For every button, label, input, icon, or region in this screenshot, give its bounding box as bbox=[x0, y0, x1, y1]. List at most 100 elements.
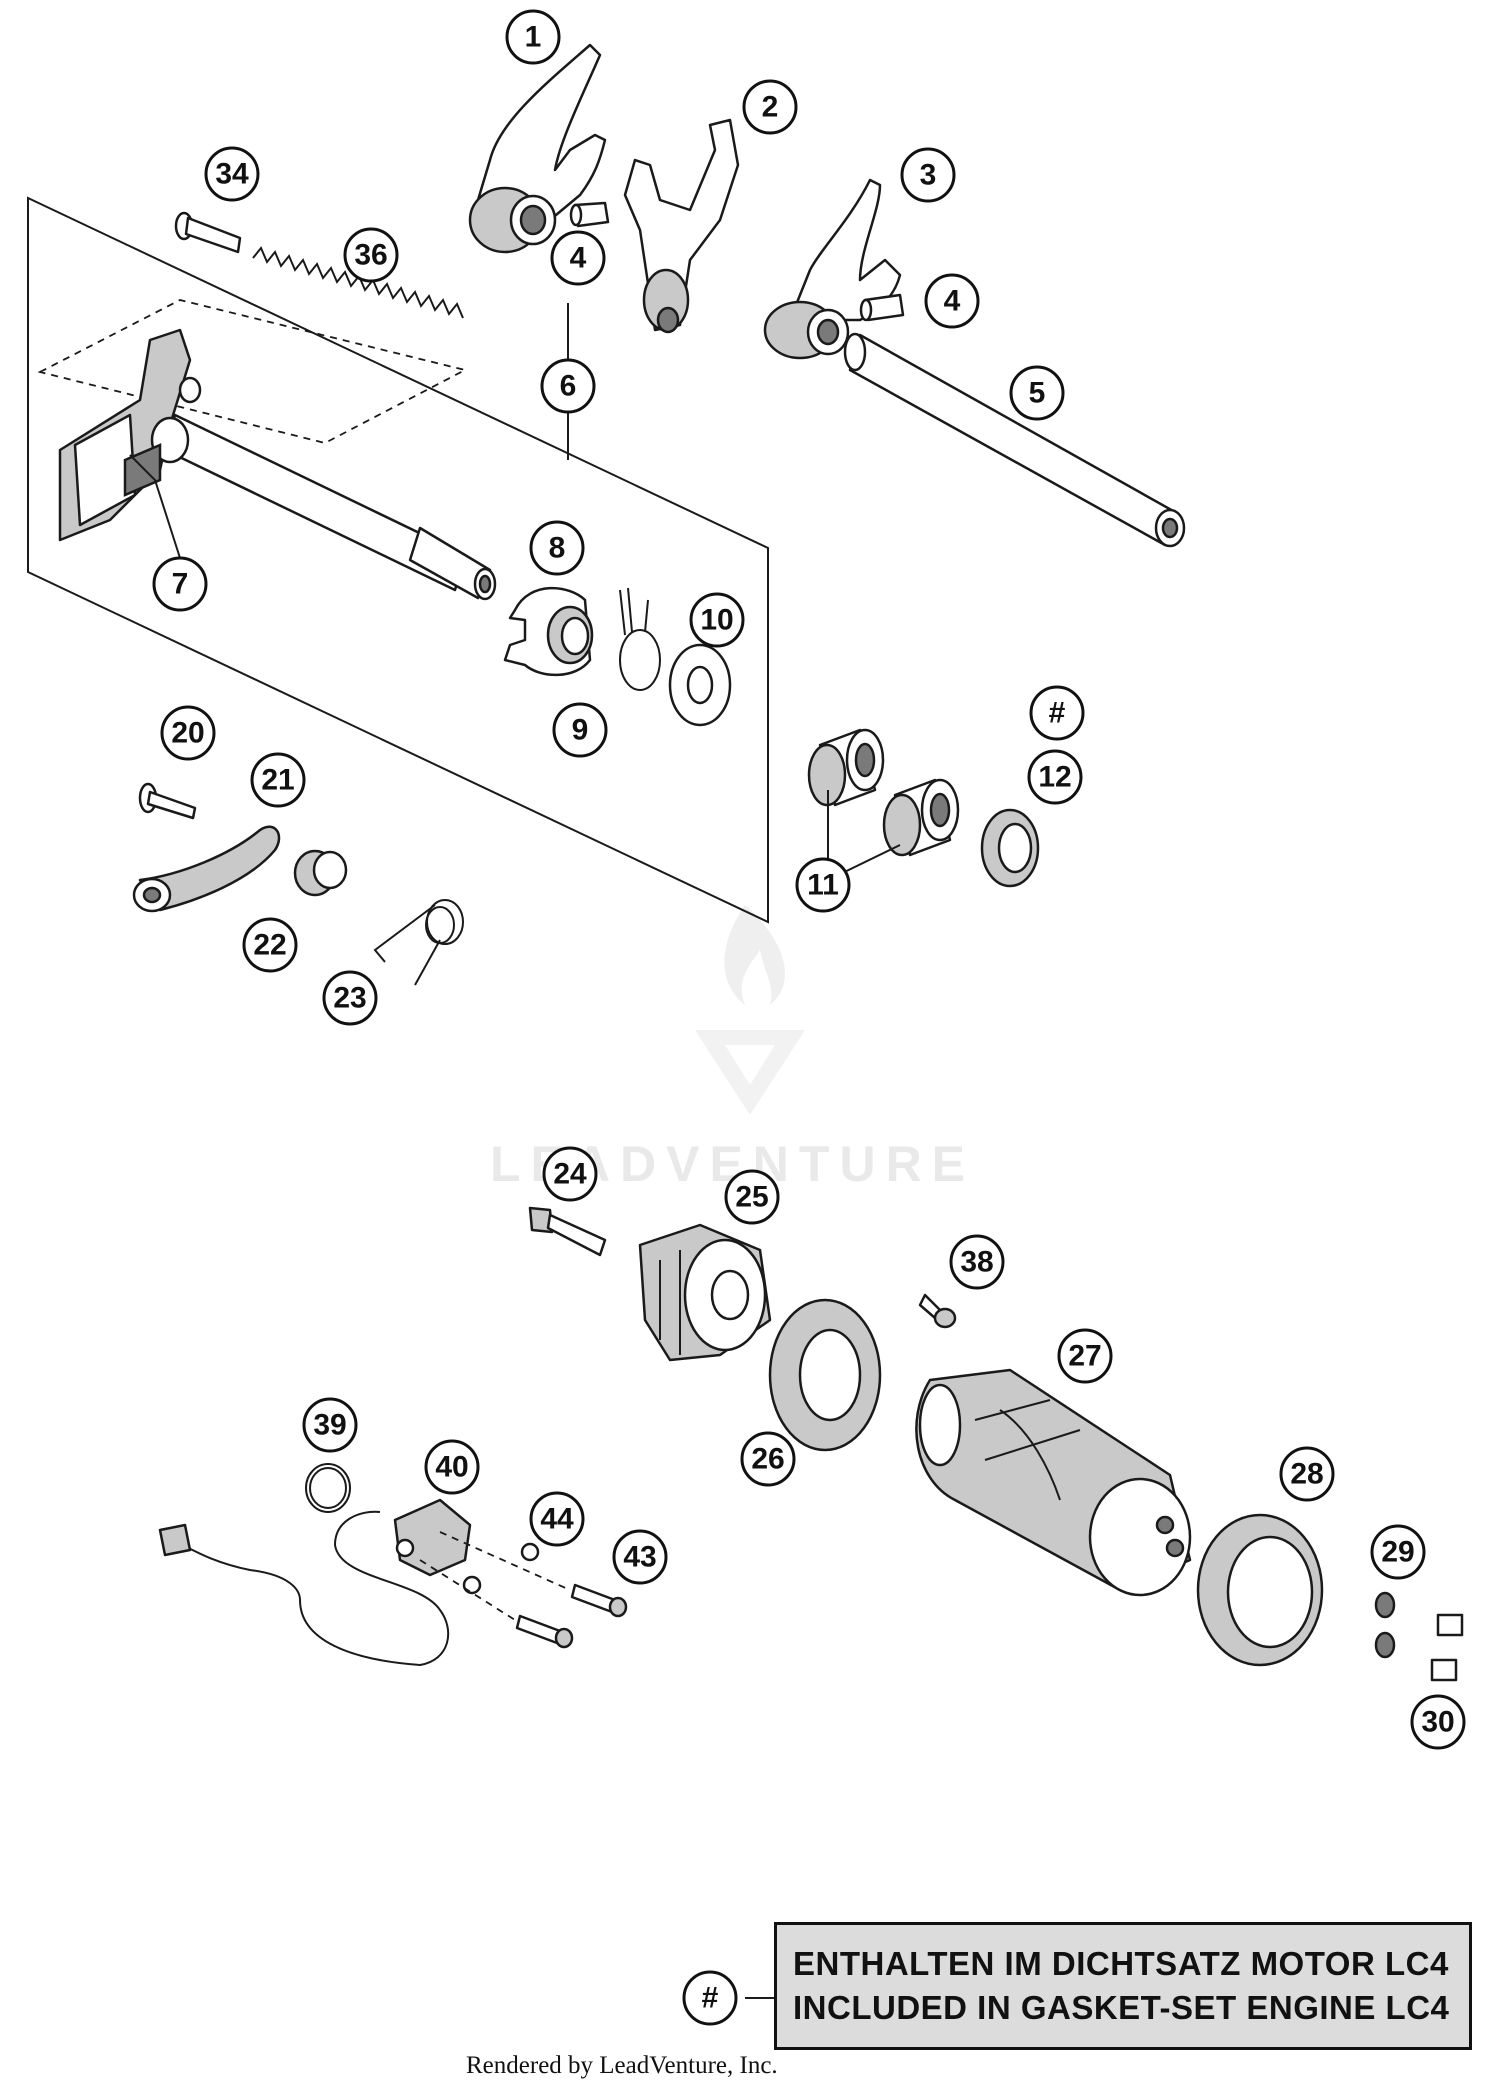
callout-39: 39 bbox=[302, 1397, 358, 1453]
svg-text:8: 8 bbox=[549, 532, 566, 565]
callout-25: 25 bbox=[724, 1169, 780, 1225]
callout-7: 7 bbox=[152, 556, 208, 612]
svg-text:30: 30 bbox=[1421, 1706, 1454, 1739]
svg-text:40: 40 bbox=[435, 1451, 468, 1484]
svg-text:38: 38 bbox=[960, 1246, 993, 1279]
callout-29: 29 bbox=[1370, 1524, 1426, 1580]
callout-34: 34 bbox=[204, 146, 260, 202]
torsion-spring-23 bbox=[373, 899, 464, 986]
shift-fork-1 bbox=[468, 43, 607, 254]
guide-pin-4a bbox=[569, 201, 610, 228]
callout-20: 20 bbox=[160, 705, 216, 761]
callout-43: 43 bbox=[612, 1529, 668, 1585]
screw-24 bbox=[528, 1206, 607, 1257]
callout-27: 27 bbox=[1057, 1328, 1113, 1384]
collar-screw-20 bbox=[138, 782, 197, 820]
callout-2: 2 bbox=[742, 79, 798, 135]
watermark-logo bbox=[695, 905, 805, 1115]
svg-text:12: 12 bbox=[1038, 761, 1071, 794]
callout-hash: # bbox=[1029, 685, 1085, 741]
svg-text:25: 25 bbox=[735, 1181, 768, 1214]
svg-text:4: 4 bbox=[570, 242, 587, 275]
callout-4a: 4 bbox=[550, 230, 606, 286]
callout-26: 26 bbox=[740, 1431, 796, 1487]
screw-38 bbox=[918, 1293, 957, 1329]
shift-shaft-6 bbox=[163, 413, 497, 601]
leader-lines bbox=[129, 303, 901, 1999]
callout-4b: 4 bbox=[924, 273, 980, 329]
note-line-german: ENTHALTEN IM DICHTSATZ MOTOR LC4 bbox=[793, 1945, 1449, 1982]
screws-43 bbox=[419, 1531, 628, 1649]
needle-bearing-11b bbox=[882, 778, 960, 857]
washer-44 bbox=[462, 1542, 540, 1595]
svg-text:26: 26 bbox=[751, 1443, 784, 1476]
pressure-springs-29 bbox=[1374, 1591, 1396, 1659]
callout-1: 1 bbox=[505, 9, 561, 65]
svg-text:20: 20 bbox=[171, 717, 204, 750]
bearing-28 bbox=[1196, 1513, 1324, 1667]
svg-text:4: 4 bbox=[944, 285, 961, 318]
svg-text:#: # bbox=[1049, 697, 1066, 730]
callout-3: 3 bbox=[900, 147, 956, 203]
callout-12: 12 bbox=[1027, 749, 1083, 805]
callout-11: 11 bbox=[795, 857, 851, 913]
svg-text:3: 3 bbox=[920, 159, 937, 192]
callout-24: 24 bbox=[542, 1146, 598, 1202]
callout-9: 9 bbox=[552, 702, 608, 758]
svg-text:10: 10 bbox=[700, 604, 733, 637]
shift-quadrant-8 bbox=[503, 586, 594, 677]
assembly-outline bbox=[27, 196, 769, 924]
shift-drum-locating-25 bbox=[638, 1223, 772, 1362]
callout-28: 28 bbox=[1279, 1446, 1335, 1502]
gasket-set-note: ENTHALTEN IM DICHTSATZ MOTOR LC4 INCLUDE… bbox=[774, 1922, 1472, 2050]
shift-lever-7 bbox=[58, 328, 202, 542]
svg-text:23: 23 bbox=[333, 982, 366, 1015]
needle-bearing-11a bbox=[807, 728, 885, 807]
svg-text:39: 39 bbox=[313, 1409, 346, 1442]
washer-10 bbox=[668, 643, 732, 727]
svg-text:27: 27 bbox=[1068, 1340, 1101, 1373]
gear-sensor-40 bbox=[158, 1498, 472, 1667]
dashed-subassembly-box bbox=[37, 299, 468, 444]
svg-text:22: 22 bbox=[253, 929, 286, 962]
callout-44: 44 bbox=[529, 1491, 585, 1547]
callout-38: 38 bbox=[949, 1234, 1005, 1290]
circlip-9 bbox=[619, 587, 661, 691]
note-line-english: INCLUDED IN GASKET-SET ENGINE LC4 bbox=[793, 1989, 1450, 2026]
shaft-seal-12 bbox=[980, 808, 1040, 888]
svg-text:7: 7 bbox=[172, 568, 189, 601]
shift-rail-5 bbox=[843, 332, 1186, 548]
svg-text:36: 36 bbox=[354, 239, 387, 272]
bushing-22 bbox=[293, 849, 348, 897]
pawl-axle-34 bbox=[174, 211, 242, 254]
shift-fork-3 bbox=[763, 178, 902, 360]
shift-fork-2 bbox=[623, 118, 740, 334]
svg-text:29: 29 bbox=[1381, 1536, 1414, 1569]
callout-21: 21 bbox=[250, 752, 306, 808]
guide-pin-4b bbox=[859, 293, 905, 322]
svg-text:21: 21 bbox=[261, 764, 294, 797]
svg-text:44: 44 bbox=[540, 1503, 574, 1536]
svg-text:2: 2 bbox=[762, 91, 779, 124]
svg-text:34: 34 bbox=[215, 158, 249, 191]
svg-text:9: 9 bbox=[572, 714, 589, 747]
locking-lever-21 bbox=[132, 825, 281, 913]
callout-36: 36 bbox=[343, 227, 399, 283]
note-symbol-callout: # bbox=[682, 1970, 738, 2026]
callout-10: 10 bbox=[689, 592, 745, 648]
bearing-26 bbox=[768, 1298, 882, 1452]
pins-30 bbox=[1430, 1613, 1464, 1682]
callout-23: 23 bbox=[322, 970, 378, 1026]
o-ring-39 bbox=[305, 1463, 351, 1513]
callout-30: 30 bbox=[1410, 1694, 1466, 1750]
svg-text:43: 43 bbox=[623, 1541, 656, 1574]
shift-drum-27 bbox=[915, 1368, 1192, 1597]
callout-6: 6 bbox=[540, 358, 596, 414]
svg-text:5: 5 bbox=[1029, 377, 1046, 410]
footer-credit: Rendered by LeadVenture, Inc. bbox=[466, 2052, 778, 2079]
svg-text:#: # bbox=[702, 1982, 719, 2015]
callout-5: 5 bbox=[1009, 365, 1065, 421]
callout-22: 22 bbox=[242, 917, 298, 973]
callout-40: 40 bbox=[424, 1439, 480, 1495]
